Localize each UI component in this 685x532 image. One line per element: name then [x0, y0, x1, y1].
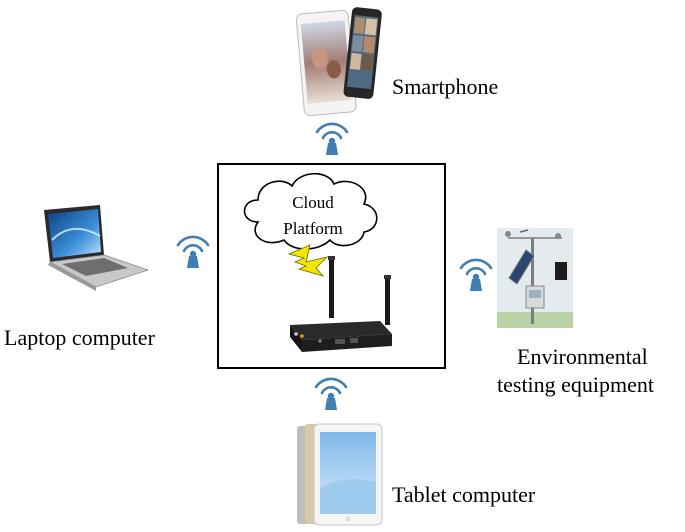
environmental-equipment-icon [497, 228, 573, 328]
lightning-icon [287, 244, 329, 277]
tablet-icon [297, 423, 383, 526]
smartphone-icon [295, 7, 382, 117]
cloud-shape [243, 172, 378, 250]
wifi-signal-icon-right [459, 258, 493, 293]
laptop-icon [44, 205, 150, 291]
cloud-label-line1: Cloud [292, 193, 334, 212]
cloud-label-line2: Platform [283, 219, 343, 238]
tablet-label: Tablet computer [392, 482, 536, 507]
laptop-label: Laptop computer [4, 325, 155, 350]
environmental-label-line2: testing equipment [497, 372, 655, 397]
wifi-signal-icon-left [176, 235, 210, 270]
wifi-signal-icon-bottom [314, 377, 348, 412]
router-icon [290, 256, 392, 352]
environmental-label-line1: Environmental [517, 344, 648, 369]
wifi-signal-icon-top [315, 122, 349, 157]
smartphone-label: Smartphone [392, 74, 499, 99]
